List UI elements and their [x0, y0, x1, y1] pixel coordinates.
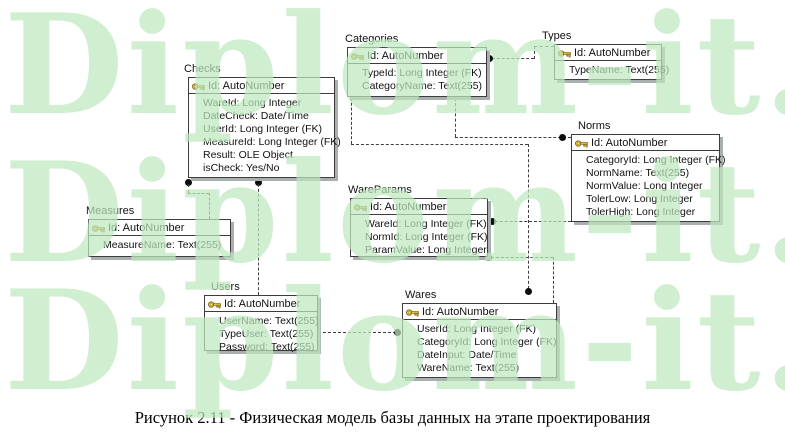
cardinality-dot	[485, 254, 492, 261]
connector-segment	[188, 184, 189, 193]
field: Result: OLE Object	[203, 149, 293, 161]
entity-title: Checks	[184, 63, 221, 75]
field: CategoryId: Long Integer (FK)	[586, 154, 726, 166]
entity-types: Types Id: AutoNumber TypeName: Text(255)	[542, 30, 670, 80]
connector-segment	[492, 58, 534, 59]
connector-segment	[209, 193, 210, 219]
entity-box: Id: AutoNumber UserId: Long Integer (FK)…	[402, 303, 557, 378]
primary-key-icon	[575, 138, 588, 149]
pk-field: Id: AutoNumber	[108, 222, 185, 234]
field: ParamValue: Long Integer	[365, 244, 487, 256]
entity-pk-row: Id: AutoNumber	[351, 199, 487, 215]
connector-segment	[455, 98, 456, 137]
cardinality-dot	[255, 179, 262, 186]
pk-field: Id: AutoNumber	[208, 80, 285, 92]
entity-categories: Categories Id: AutoNumber TypeId: Long I…	[345, 33, 487, 97]
entity-pk-row: Id: AutoNumber	[403, 304, 556, 320]
field: Password: Text(255)	[219, 341, 315, 353]
cardinality-dot	[559, 134, 566, 141]
connector-segment	[351, 98, 352, 144]
entity-box: Id: AutoNumber TypeName: Text(255)	[554, 44, 670, 80]
field: UserId: Long Integer (FK)	[417, 323, 537, 335]
entity-title: Norms	[578, 120, 611, 132]
field: TypeName: Text(255)	[569, 64, 670, 76]
pk-field: Id: AutoNumber	[422, 306, 499, 318]
connector-segment	[188, 193, 209, 194]
entity-box: Id: AutoNumber UserName: Text(255) TypeU…	[204, 295, 319, 353]
field: WareId: Long Integer	[203, 97, 302, 109]
field: WareName: Text(255)	[417, 362, 520, 374]
entity-box: Id: AutoNumber MeasureName: Text(255)	[88, 219, 231, 257]
field: TolerHigh: Long Integer	[586, 206, 696, 218]
field: UserId: Long Integer (FK)	[203, 123, 323, 135]
connector-segment	[495, 221, 571, 222]
primary-key-icon	[354, 202, 367, 213]
field: DateCheck: Date/Time	[203, 110, 309, 122]
primary-key-icon	[92, 223, 105, 234]
connector-segment	[318, 332, 396, 333]
entity-title: WareParams	[348, 184, 412, 196]
connector-segment	[553, 257, 554, 303]
entity-pk-row: Id: AutoNumber	[348, 48, 486, 64]
entity-box: Id: AutoNumber TypeId: Long Integer (FK)…	[347, 47, 487, 97]
watermark: Diplom-it.ru	[4, 259, 785, 422]
entity-box: Id: AutoNumber WareId: Long Integer Date…	[188, 77, 341, 178]
field: TypeUser: Text(255)	[219, 328, 314, 340]
entity-title: Categories	[345, 33, 399, 45]
entity-box: Id: AutoNumber CategoryId: Long Integer …	[571, 134, 726, 222]
field: DateInput: Date/Time	[417, 349, 517, 361]
connector-segment	[534, 46, 535, 59]
cardinality-dot	[486, 55, 493, 62]
figure-caption: Рисунок 2.11 - Физическая модель базы да…	[134, 408, 651, 427]
entity-users: Users Id: AutoNumber UserName: Text(255)…	[204, 281, 319, 353]
entity-box: Id: AutoNumber WareId: Long Integer (FK)…	[350, 198, 488, 257]
field: MeasureId: Long Integer (FK)	[203, 136, 341, 148]
entity-title: Users	[211, 281, 240, 293]
entity-pk-row: Id: AutoNumber	[189, 78, 334, 94]
primary-key-icon	[351, 51, 364, 62]
connector-segment	[258, 184, 259, 295]
pk-field: Id: AutoNumber	[367, 50, 444, 62]
connector-segment	[491, 257, 553, 258]
cardinality-dot	[525, 288, 532, 295]
connector-segment	[528, 144, 529, 294]
connector-segment	[455, 137, 571, 138]
entity-pk-row: Id: AutoNumber	[205, 296, 317, 312]
primary-key-icon	[192, 81, 205, 92]
field: CategoryId: Long Integer (FK)	[417, 336, 557, 348]
entity-pk-row: Id: AutoNumber	[89, 220, 230, 236]
pk-field: Id: AutoNumber	[224, 298, 301, 310]
connector-segment	[351, 144, 528, 145]
entity-checks: Checks Id: AutoNumber WareId: Long Integ…	[184, 63, 341, 178]
field: NormId: Long Integer (FK)	[365, 231, 488, 243]
pk-field: Id: AutoNumber	[370, 201, 447, 213]
primary-key-icon	[406, 307, 419, 318]
field: UserName: Text(255)	[219, 315, 319, 327]
field: NormValue: Long Integer	[586, 180, 703, 192]
cardinality-dot	[185, 179, 192, 186]
entity-pk-row: Id: AutoNumber	[572, 135, 719, 151]
entity-wares: Wares Id: AutoNumber UserId: Long Intege…	[402, 289, 557, 378]
entity-title: Wares	[405, 289, 437, 301]
entity-title: Measures	[86, 205, 135, 217]
field: isCheck: Yes/No	[203, 162, 280, 174]
field: TolerLow: Long Integer	[586, 193, 693, 205]
field: WareId: Long Integer (FK)	[365, 218, 487, 230]
cardinality-dot	[489, 218, 496, 225]
pk-field: Id: AutoNumber	[574, 47, 651, 59]
entity-measures: Measures Id: AutoNumber MeasureName: Tex…	[86, 205, 231, 257]
pk-field: Id: AutoNumber	[591, 137, 668, 149]
field: MeasureName: Text(255)	[103, 239, 222, 251]
field: CategoryName: Text(255)	[362, 80, 483, 92]
connector-segment	[534, 46, 554, 47]
entity-wareparams: WareParams Id: AutoNumber WareId: Long I…	[348, 184, 488, 257]
entity-pk-row: Id: AutoNumber	[555, 45, 661, 61]
field: TypeId: Long Integer (FK)	[362, 67, 482, 79]
entity-norms: Norms Id: AutoNumber CategoryId: Long In…	[571, 120, 726, 222]
primary-key-icon	[558, 48, 571, 59]
cardinality-dot	[394, 329, 401, 336]
field: NormName: Text(255)	[586, 167, 690, 179]
primary-key-icon	[208, 299, 221, 310]
entity-title: Types	[542, 30, 572, 42]
